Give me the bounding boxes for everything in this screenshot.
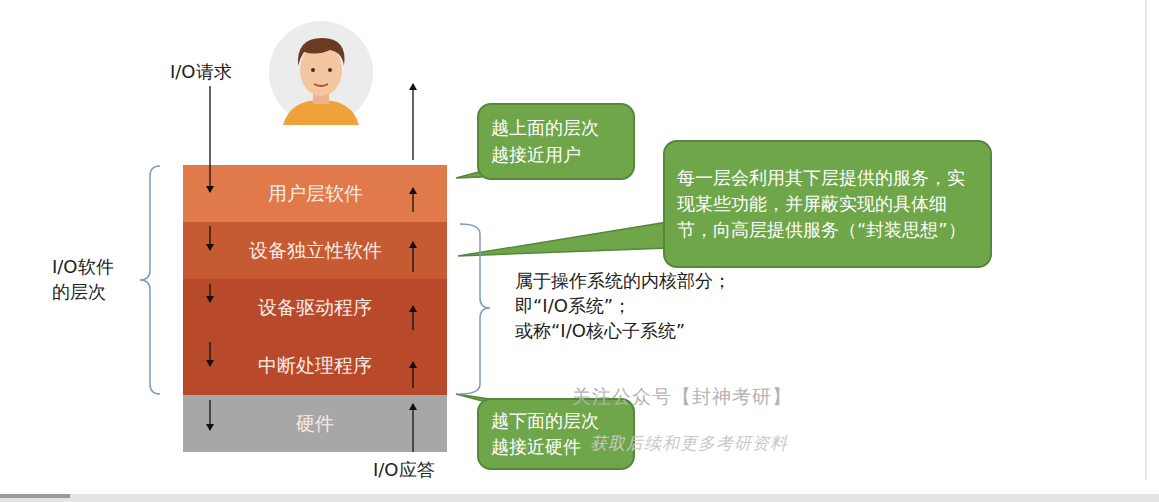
flow-arrow (209, 342, 210, 366)
flow-arrow (412, 404, 413, 452)
response-label: I/O应答 (373, 458, 463, 482)
flow-arrow (412, 306, 413, 330)
layer-band: 设备驱动程序 (183, 279, 447, 337)
flow-arrow (412, 84, 413, 160)
node-text: 设备独立性软件 (249, 238, 382, 264)
node-text: 越上面的层次 越接近用户 (491, 115, 621, 167)
watermark: 获取后续和更多考研资料 (590, 432, 850, 455)
flow-arrow (209, 400, 210, 430)
node-text: 每一层会利用其下层提供的服务，实现某些功能，并屏蔽实现的具体细节，向高层提供服务… (677, 165, 978, 243)
node-text: 中断处理程序 (258, 353, 372, 379)
hardware-band: 硬件 (183, 395, 447, 452)
frame-edge (1146, 0, 1147, 480)
node-text: 用户层软件 (268, 181, 363, 207)
flow-arrow (412, 362, 413, 388)
flow-arrow (412, 242, 413, 272)
flow-arrow (412, 188, 413, 212)
group-label: I/O软件 的层次 (52, 254, 132, 304)
request-label: I/O请求 (170, 60, 260, 84)
right-bracket (460, 224, 490, 394)
watermark: 关注公众号【封神考研】 (572, 384, 852, 410)
layer-band: 用户层软件 (183, 165, 447, 222)
layer-band: 中断处理程序 (183, 337, 447, 395)
left-brace (140, 166, 160, 394)
callout-box: 每一层会利用其下层提供的服务，实现某些功能，并屏蔽实现的具体细节，向高层提供服务… (663, 140, 992, 268)
layer-band: 设备独立性软件 (183, 222, 447, 279)
flow-arrow (209, 86, 210, 192)
flow-arrow (209, 284, 210, 302)
node-text: 硬件 (296, 411, 334, 437)
video-progress (0, 494, 70, 498)
flow-arrow (209, 226, 210, 250)
kernel-note: 属于操作系统的内核部分； 即“I/O系统”； 或称“I/O核心子系统” (515, 268, 765, 344)
callout-box: 越上面的层次 越接近用户 (477, 103, 635, 180)
video-bar (0, 494, 1159, 502)
node-text: 设备驱动程序 (258, 295, 372, 321)
user-avatar (269, 21, 373, 125)
callout-tail (458, 222, 668, 256)
